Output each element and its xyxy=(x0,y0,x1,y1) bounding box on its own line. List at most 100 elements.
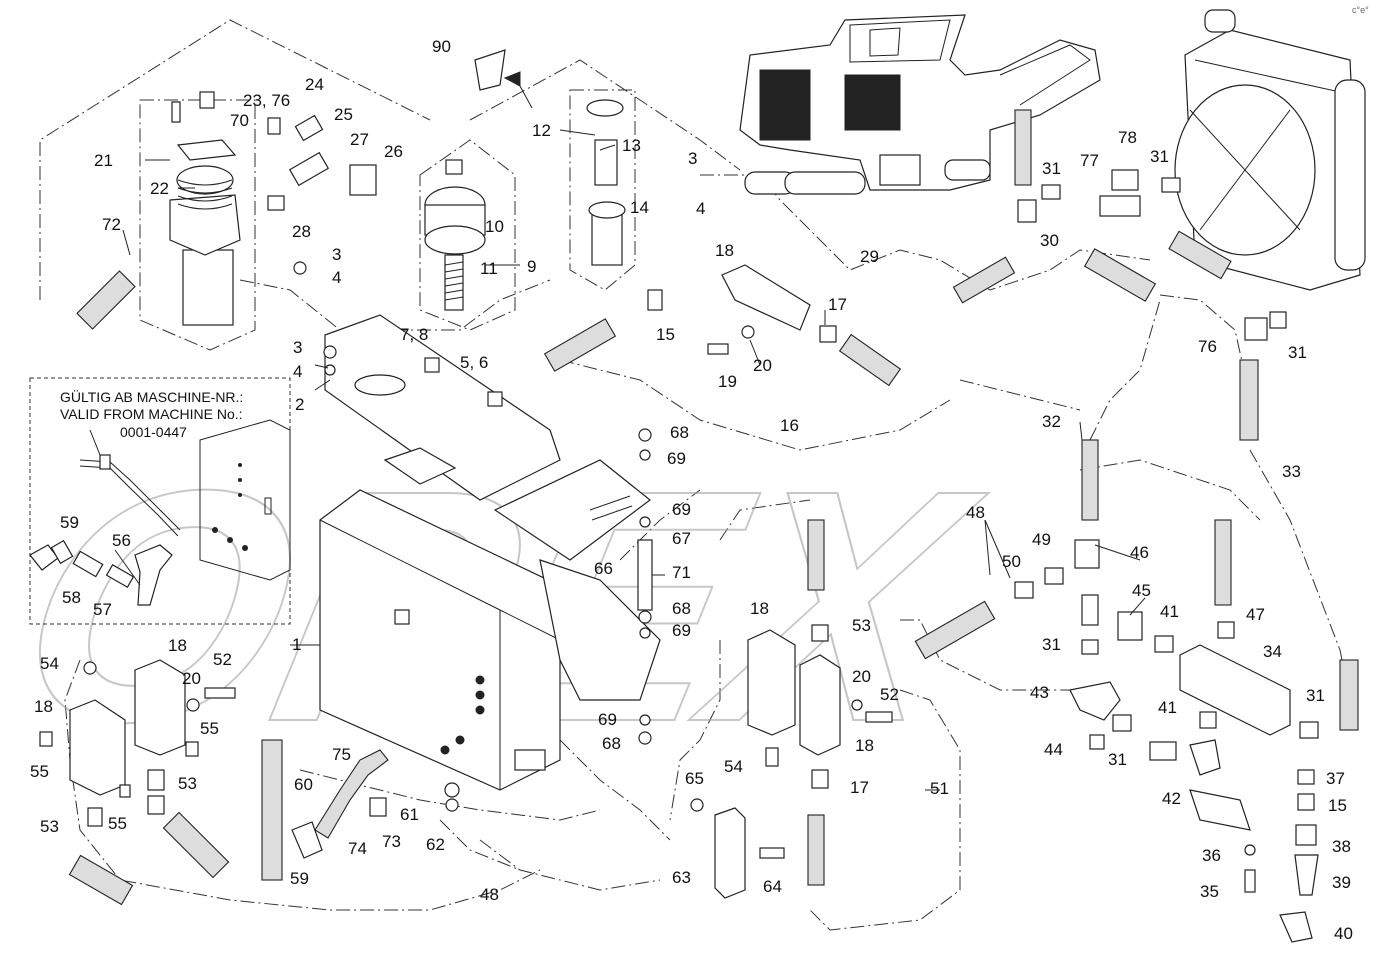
inset-box: GÜLTIG AB MASCHINE-NR.: VALID FROM MACHI… xyxy=(29,377,291,625)
callout-55c: 55 xyxy=(108,814,127,833)
callout-25: 25 xyxy=(334,105,353,124)
callout-10: 10 xyxy=(485,217,504,236)
callout-64: 64 xyxy=(763,877,782,896)
callout-44: 44 xyxy=(1044,740,1063,759)
callout-69c: 69 xyxy=(672,621,691,640)
fittings xyxy=(39,49,1319,943)
callout-20a: 20 xyxy=(753,356,772,375)
callout-19: 19 xyxy=(718,372,737,391)
callout-14: 14 xyxy=(630,198,649,217)
callout-11: 11 xyxy=(480,259,498,278)
oil-cooler xyxy=(1174,9,1366,291)
callout-73: 73 xyxy=(382,832,401,851)
callout-32: 32 xyxy=(1042,412,1061,431)
callout-66: 66 xyxy=(594,559,613,578)
callout-69a: 69 xyxy=(667,449,686,468)
callout-59b: 59 xyxy=(290,869,309,888)
callout-1: 1 xyxy=(292,635,301,654)
callout-77: 77 xyxy=(1080,151,1099,170)
callout-65: 65 xyxy=(685,769,704,788)
breather-assembly xyxy=(424,159,486,311)
milling-machine xyxy=(739,14,1101,195)
callout-40: 40 xyxy=(1334,924,1353,943)
callout-47: 47 xyxy=(1246,605,1265,624)
callout-53b: 53 xyxy=(40,817,59,836)
callout-71: 71 xyxy=(672,563,691,582)
callout-12: 12 xyxy=(532,121,551,140)
callout-5-6: 5, 6 xyxy=(460,353,488,372)
callout-45: 45 xyxy=(1132,581,1151,600)
corner-mark: c°e° xyxy=(1352,5,1369,15)
callout-16: 16 xyxy=(780,416,799,435)
callout-labels: 90 12 13 3 4 14 10 11 9 23, 76 24 70 25 … xyxy=(30,37,1353,943)
callout-41b: 41 xyxy=(1158,698,1177,717)
callout-31d: 31 xyxy=(1042,635,1061,654)
callout-4c: 4 xyxy=(293,362,302,381)
callout-54a: 54 xyxy=(40,654,59,673)
callout-18a: 18 xyxy=(715,241,734,260)
callout-61: 61 xyxy=(400,805,419,824)
callout-7-8: 7, 8 xyxy=(400,325,428,344)
callout-56: 56 xyxy=(112,531,131,550)
callout-30: 30 xyxy=(1040,231,1059,250)
callout-53a: 53 xyxy=(178,774,197,793)
callout-33: 33 xyxy=(1282,462,1301,481)
callout-2: 2 xyxy=(295,395,304,414)
callout-46: 46 xyxy=(1130,543,1149,562)
callout-50: 50 xyxy=(1002,552,1021,571)
callout-15a: 15 xyxy=(656,325,675,344)
return-filter-assembly xyxy=(169,91,241,326)
callout-51: 51 xyxy=(930,779,949,798)
callout-39: 39 xyxy=(1332,873,1351,892)
callout-55b: 55 xyxy=(30,762,49,781)
callout-52b: 52 xyxy=(880,685,899,704)
inset-note-line2: VALID FROM MACHINE No.: xyxy=(60,406,243,422)
callout-35: 35 xyxy=(1200,882,1219,901)
callout-60: 60 xyxy=(294,775,313,794)
callout-49: 49 xyxy=(1032,530,1051,549)
callout-4b: 4 xyxy=(332,268,341,287)
callout-63: 63 xyxy=(672,868,691,887)
callout-55a: 55 xyxy=(200,719,219,738)
callout-75: 75 xyxy=(332,745,351,764)
callout-3: 3 xyxy=(688,149,697,168)
callout-18b: 18 xyxy=(168,636,187,655)
callout-36: 36 xyxy=(1202,846,1221,865)
callout-18e: 18 xyxy=(855,736,874,755)
callout-48a: 48 xyxy=(480,885,499,904)
callout-42: 42 xyxy=(1162,789,1181,808)
callout-54b: 54 xyxy=(724,757,743,776)
filler-assembly xyxy=(586,99,626,266)
hoses xyxy=(68,109,1359,906)
callout-78: 78 xyxy=(1118,128,1137,147)
callout-72: 72 xyxy=(102,215,121,234)
callout-38: 38 xyxy=(1332,837,1351,856)
callout-48b: 48 xyxy=(966,503,985,522)
callout-52a: 52 xyxy=(213,650,232,669)
assembly-outlines xyxy=(39,19,1351,931)
callout-31c: 31 xyxy=(1288,343,1307,362)
callout-58: 58 xyxy=(62,588,81,607)
callout-70: 70 xyxy=(230,111,249,130)
leader-lines xyxy=(114,129,1146,791)
callout-23-76: 23, 76 xyxy=(243,91,290,110)
callout-53c: 53 xyxy=(852,616,871,635)
callout-69d: 69 xyxy=(598,710,617,729)
callout-68a: 68 xyxy=(670,423,689,442)
callout-41a: 41 xyxy=(1160,602,1179,621)
callout-13: 13 xyxy=(622,136,641,155)
callout-20c: 20 xyxy=(852,667,871,686)
callout-17a: 17 xyxy=(828,295,847,314)
callout-57: 57 xyxy=(93,600,112,619)
callout-62: 62 xyxy=(426,835,445,854)
inset-note-line1: GÜLTIG AB MASCHINE-NR.: xyxy=(60,388,243,405)
callout-26: 26 xyxy=(384,142,403,161)
callout-20b: 20 xyxy=(182,669,201,688)
manifold-blocks xyxy=(69,264,1291,899)
callout-43: 43 xyxy=(1030,683,1049,702)
callout-68b: 68 xyxy=(672,599,691,618)
callout-74: 74 xyxy=(348,839,367,858)
callout-21: 21 xyxy=(94,151,113,170)
callout-69b: 69 xyxy=(672,500,691,519)
